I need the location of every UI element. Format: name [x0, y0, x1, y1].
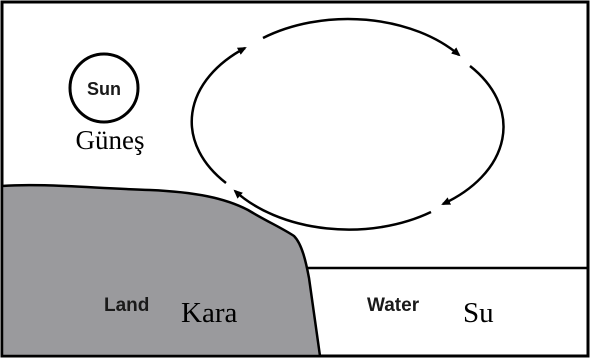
sun-label-english: Sun — [87, 79, 121, 99]
land-label-english: Land — [104, 295, 149, 316]
land-mass — [0, 183, 322, 358]
sun-label-turkish: Güneş — [76, 125, 145, 155]
water-label-turkish: Su — [463, 297, 494, 329]
arrow-right-down — [441, 65, 505, 206]
arrow-bottom-left — [233, 189, 432, 231]
water-label-english: Water — [367, 295, 420, 316]
arrow-top-right — [262, 17, 461, 57]
arrow-left-up — [190, 46, 247, 184]
circular-arrows-icon — [190, 17, 505, 231]
land-label-turkish: Kara — [181, 297, 237, 329]
sun-circle-icon: Sun — [68, 52, 140, 124]
